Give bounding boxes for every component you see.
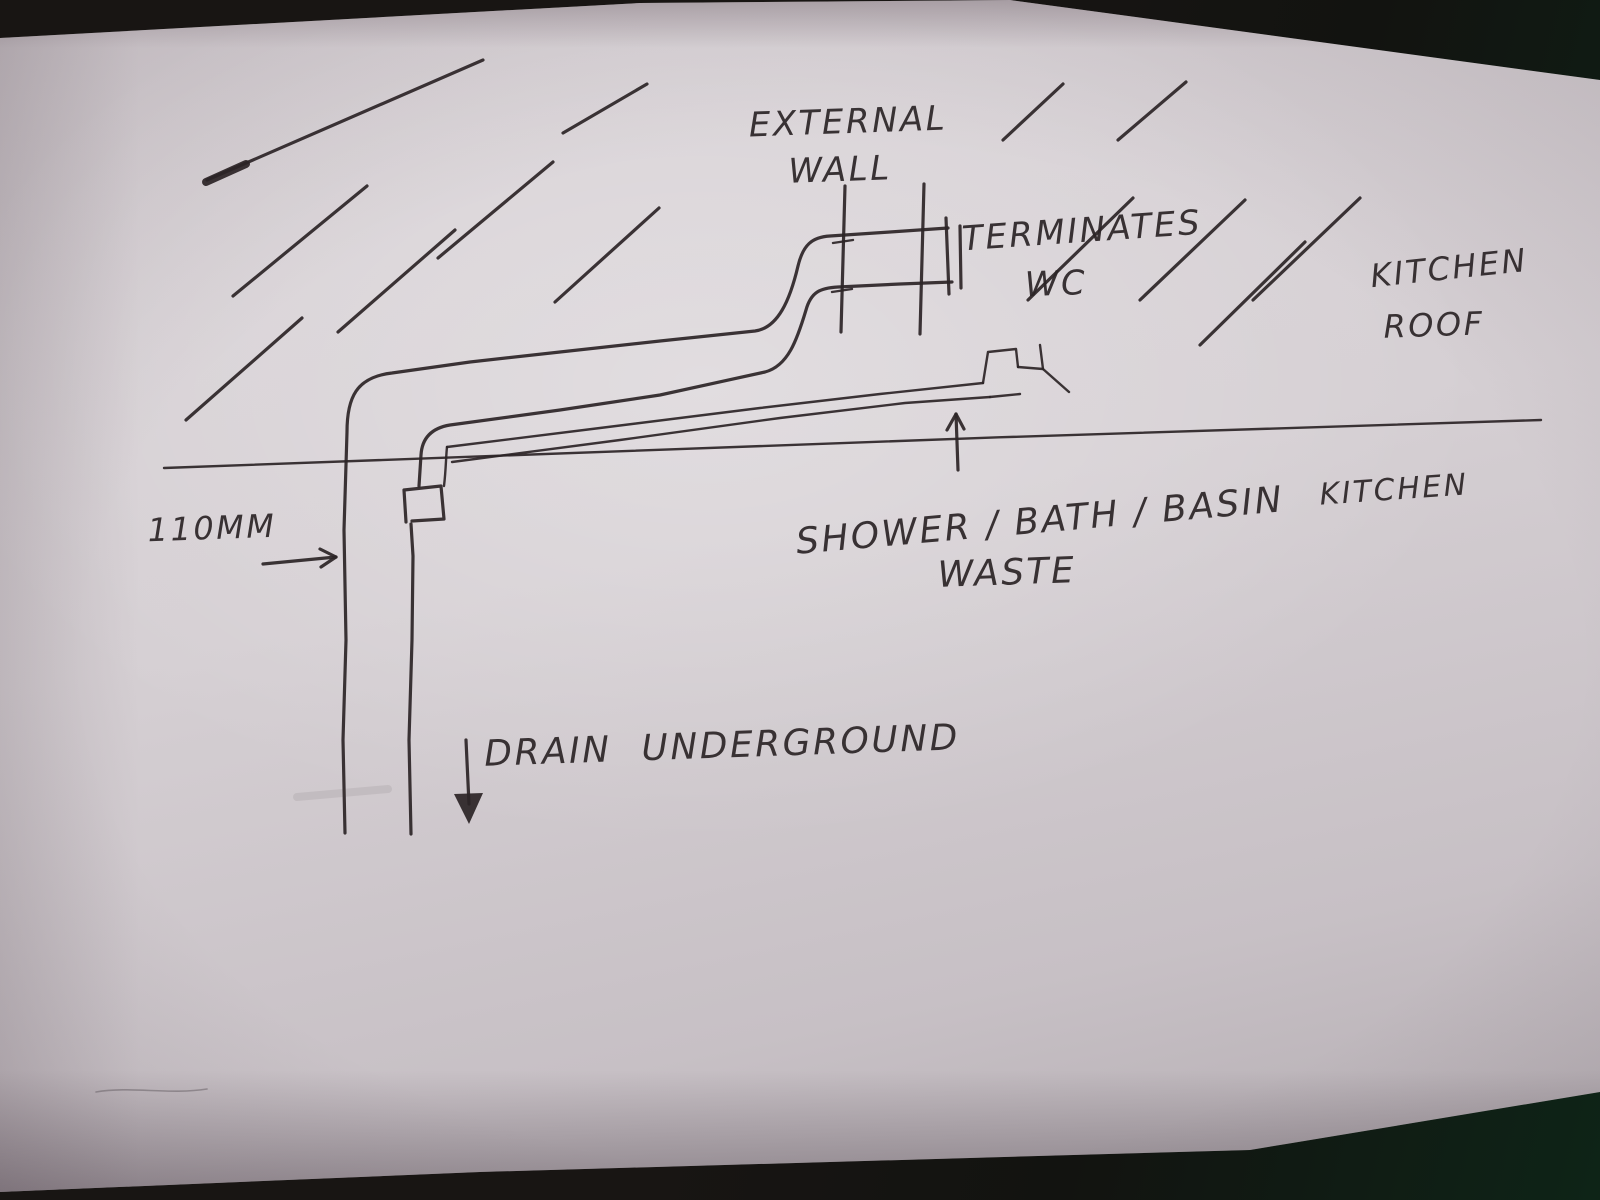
drain-arrow: [454, 738, 483, 824]
waste-pipe-top-line: [445, 381, 985, 449]
wall-tick: [831, 238, 855, 245]
socket-line: [958, 224, 963, 290]
label-external-wall-line1: EXTERNAL: [748, 98, 948, 146]
waste-boss-box: [402, 484, 446, 524]
waste-arrow: [945, 412, 966, 472]
waste-fitting: [1016, 365, 1045, 371]
arrow-head: [945, 412, 966, 432]
arrow-head: [318, 547, 338, 569]
waste-fitting: [988, 392, 1022, 399]
soil-pipe-inner-line: [407, 522, 415, 836]
hatch-stroke: [1198, 240, 1307, 347]
hatch-stroke: [436, 160, 555, 260]
waste-fitting: [981, 347, 1020, 385]
hatch-stroke: [336, 228, 457, 334]
hatch-stroke: [1026, 196, 1135, 302]
soil-pipe-outer-line: [341, 226, 950, 835]
label-shower-bath-basin-line2: WASTE: [937, 550, 1077, 596]
socket-line: [944, 216, 951, 296]
hatch-stroke: [1251, 196, 1362, 302]
roofline: [162, 418, 1543, 470]
wc-end-socket: [944, 216, 963, 296]
hatch-stroke: [561, 82, 649, 135]
wall-line: [918, 182, 926, 336]
soil-pipe-inner-line-upper: [417, 280, 954, 488]
hatch-stroke: [1001, 82, 1065, 142]
hatch-stroke: [184, 316, 304, 422]
label-kitchen-roof-line2: ROOF: [1382, 304, 1486, 346]
arrow-shaft: [464, 738, 471, 806]
stray-hair-mark: [95, 1088, 208, 1093]
pencil-smudge: [293, 785, 392, 801]
roof-hatching-right: [1001, 80, 1362, 347]
hatch-stroke: [205, 58, 485, 182]
external-wall-lines: [830, 182, 926, 336]
hatch-stroke: [1116, 80, 1188, 142]
hatch-stroke: [231, 184, 369, 298]
arrow-head: [454, 793, 483, 824]
hatch-stroke-blob: [202, 160, 250, 186]
hatch-stroke: [1138, 198, 1247, 302]
hatch-stroke: [553, 206, 661, 304]
label-external-wall-line2: WALL: [787, 148, 893, 192]
waste-fitting: [1038, 343, 1071, 394]
label-pipe-size: 110MM: [146, 506, 278, 550]
wall-tick: [830, 287, 854, 294]
waste-pipe-bottom-line: [450, 395, 992, 464]
waste-pipe-left-bend: [442, 445, 449, 488]
pipe-size-arrow: [261, 547, 338, 569]
roof-hatching-left: [184, 58, 661, 422]
arrow-shaft: [954, 412, 960, 472]
waste-pipe: [442, 343, 1071, 488]
arrow-shaft: [261, 555, 338, 566]
wall-line: [839, 184, 847, 334]
label-terminates-wc-line2: WC: [1024, 262, 1088, 306]
